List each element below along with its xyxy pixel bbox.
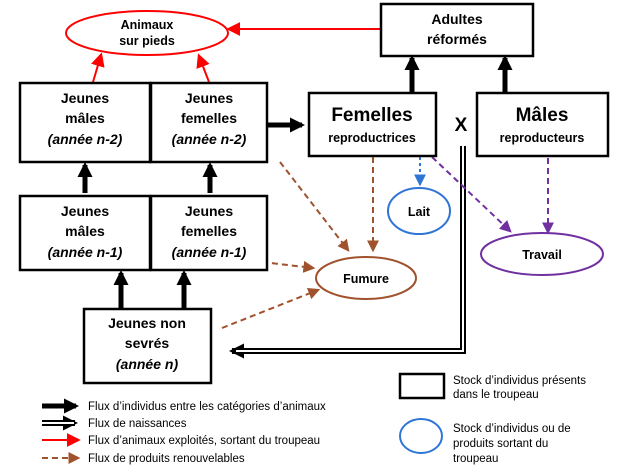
jm1-line1: Jeunes xyxy=(61,203,109,219)
legend-box-label1: Stock d’individus présents xyxy=(453,375,586,387)
legend-red-arrow-label: Flux d’animaux exploités, sortant du tro… xyxy=(88,435,320,447)
jf1-box xyxy=(149,194,269,272)
jns-line2: sevrés xyxy=(125,335,170,351)
jf2-line1: Jeunes xyxy=(185,90,233,106)
jm2-box xyxy=(18,81,152,164)
males-line1: Mâles xyxy=(516,105,569,126)
flow-jf1-to-fumure xyxy=(261,260,316,273)
jf1-line1: Jeunes xyxy=(185,203,233,219)
jf2-line3: (année n-2) xyxy=(172,131,247,147)
legend-ellipse-label2: produits sortant du xyxy=(453,438,548,450)
jm1-box xyxy=(18,194,152,272)
jns-line1: Jeunes non xyxy=(108,315,186,331)
jf1-line2: femelles xyxy=(181,223,237,239)
flow-jf2-to-fumure xyxy=(279,161,350,252)
birth-flow-inner xyxy=(236,146,464,352)
adultes-box xyxy=(379,2,535,58)
jf2-box xyxy=(149,81,269,164)
legend-box-icon xyxy=(398,372,446,400)
legend: Flux d’individus entre les catégories d’… xyxy=(42,372,586,465)
birth-flow xyxy=(229,146,466,359)
fumure-label: Fumure xyxy=(343,272,389,286)
travail-label: Travail xyxy=(522,248,562,262)
node-jeunes-males-n2: Jeunes mâles (année n-2) xyxy=(18,81,152,164)
exploited-flows xyxy=(91,22,381,83)
node-jeunes-males-n1: Jeunes mâles (année n-1) xyxy=(18,194,152,272)
flow-jf2-to-animaux xyxy=(196,53,210,83)
node-travail: Travail xyxy=(480,232,604,276)
jm2-line3: (année n-2) xyxy=(48,131,123,147)
legend-dashed-arrow-label: Flux de produits renouvelables xyxy=(88,453,245,465)
femelles-box xyxy=(307,91,438,158)
product-flows xyxy=(221,156,554,329)
node-jeunes-femelles-n1: Jeunes femelles (année n-1) xyxy=(149,194,269,272)
cross-symbol: X xyxy=(455,115,468,136)
legend-box-label2: dans le troupeau xyxy=(453,389,539,401)
legend-item-double-arrow: Flux de naissances xyxy=(42,415,187,431)
jm1-line2: mâles xyxy=(65,223,105,239)
node-lait: Lait xyxy=(387,187,451,235)
jns-line3: (année n) xyxy=(116,356,179,372)
travail-ellipse xyxy=(480,232,604,276)
node-fumure: Fumure xyxy=(315,256,417,300)
lait-ellipse xyxy=(387,187,451,235)
jf2-line2: femelles xyxy=(181,110,237,126)
fumure-ellipse xyxy=(315,256,417,300)
jf1-line3: (année n-1) xyxy=(172,244,247,260)
legend-item-dashed-arrow: Flux de produits renouvelables xyxy=(42,452,245,465)
node-femelles: Femelles reproductrices xyxy=(307,91,438,158)
node-adultes: Adultes réformés xyxy=(379,2,535,58)
lait-label: Lait xyxy=(408,205,431,219)
animaux-line2: sur pieds xyxy=(119,34,175,48)
femelles-line2: reproductrices xyxy=(328,131,416,145)
jm2-line1: Jeunes xyxy=(61,90,109,106)
adultes-line2: réformés xyxy=(427,31,487,47)
animaux-line1: Animaux xyxy=(121,18,174,32)
jm1-line3: (année n-1) xyxy=(48,244,123,260)
node-animaux: Animaux sur pieds xyxy=(65,10,229,56)
node-males: Mâles reproducteurs xyxy=(475,91,610,158)
legend-double-arrow-label: Flux de naissances xyxy=(88,418,187,430)
flow-jns-to-fumure xyxy=(221,287,321,329)
males-box xyxy=(475,91,610,158)
adultes-line1: Adultes xyxy=(431,11,483,27)
jns-box xyxy=(82,307,213,385)
flow-femelles-to-travail xyxy=(431,156,512,233)
flow-jm2-to-animaux xyxy=(91,52,105,83)
animaux-ellipse xyxy=(65,10,229,56)
legend-item-black-arrow: Flux d’individus entre les catégories d’… xyxy=(42,398,326,414)
individual-flows xyxy=(77,55,513,308)
femelles-line1: Femelles xyxy=(331,105,412,126)
legend-ellipse-icon xyxy=(399,418,443,454)
node-jeunes-femelles-n2: Jeunes femelles (année n-2) xyxy=(149,81,269,164)
legend-item-red-arrow: Flux d’animaux exploités, sortant du tro… xyxy=(42,433,320,447)
node-jeunes-non-sevres: Jeunes non sevrés (année n) xyxy=(82,307,213,385)
legend-ellipse-label1: Stock d’individus ou de xyxy=(453,423,571,435)
jm2-line2: mâles xyxy=(65,110,105,126)
legend-ellipse-label3: troupeau xyxy=(453,453,498,465)
legend-black-arrow-label: Flux d’individus entre les catégories d’… xyxy=(88,401,326,413)
males-line2: reproducteurs xyxy=(500,131,585,145)
